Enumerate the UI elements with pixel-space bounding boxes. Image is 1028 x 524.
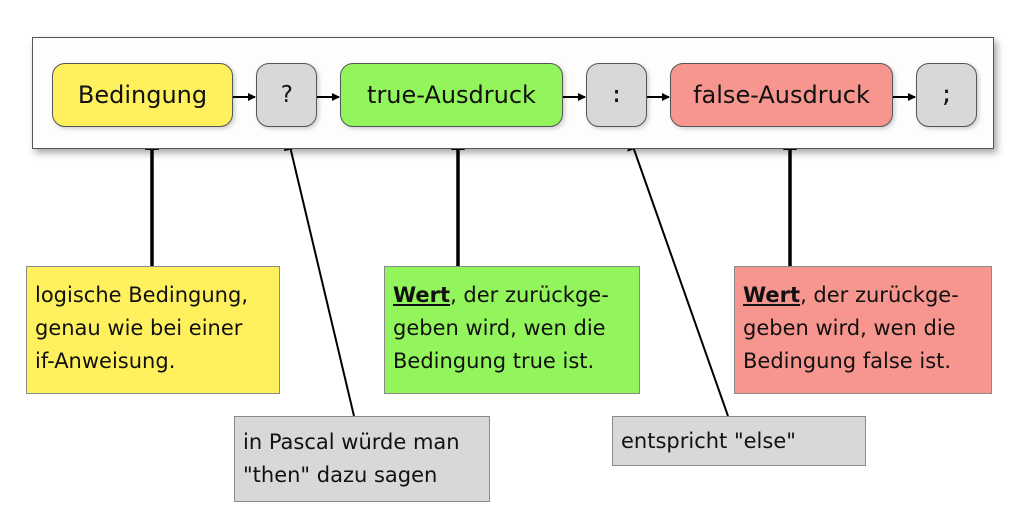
note-condition-line-2: genau wie bei einer bbox=[35, 316, 243, 340]
annotation-arrow-question bbox=[283, 136, 355, 417]
note-false-line-3: Bedingung false ist. bbox=[743, 349, 952, 373]
note-condition-line-1: logische Bedingung, bbox=[35, 283, 248, 307]
annotation-arrow-colon bbox=[627, 136, 729, 417]
note-true-keyword: Wert bbox=[393, 283, 451, 307]
token-false-expression: false-Ausdruck bbox=[670, 63, 893, 127]
note-true-line-1: Wert, der zurückge- bbox=[393, 279, 629, 312]
note-question-mark: in Pascal würde man "then" dazu sagen bbox=[234, 416, 490, 502]
token-true-expression: true-Ausdruck bbox=[340, 63, 563, 127]
note-condition-line-3: if-Anweisung. bbox=[35, 349, 176, 373]
token-question-mark: ? bbox=[256, 63, 317, 127]
note-question-line-2: "then" dazu sagen bbox=[243, 463, 438, 487]
note-question-line-1: in Pascal würde man bbox=[243, 430, 460, 454]
note-false-expression: Wert, der zurückge- geben wird, wen die … bbox=[734, 266, 992, 394]
note-false-line-1-rest: , der zurückge- bbox=[800, 283, 959, 307]
note-false-line-1: Wert, der zurückge- bbox=[743, 279, 981, 312]
note-condition: logische Bedingung, genau wie bei einer … bbox=[26, 266, 280, 394]
note-colon-line-1: entspricht "else" bbox=[621, 429, 796, 453]
note-false-keyword: Wert bbox=[743, 283, 801, 307]
token-condition: Bedingung bbox=[52, 63, 233, 127]
note-true-line-2: geben wird, wen die bbox=[393, 316, 606, 340]
note-colon: entspricht "else" bbox=[612, 416, 866, 466]
note-false-line-2: geben wird, wen die bbox=[743, 316, 956, 340]
token-semicolon: ; bbox=[916, 63, 977, 127]
note-true-expression: Wert, der zurückge- geben wird, wen die … bbox=[384, 266, 640, 394]
note-true-line-3: Bedingung true ist. bbox=[393, 349, 595, 373]
token-colon: : bbox=[586, 63, 647, 127]
note-true-line-1-rest: , der zurückge- bbox=[450, 283, 609, 307]
